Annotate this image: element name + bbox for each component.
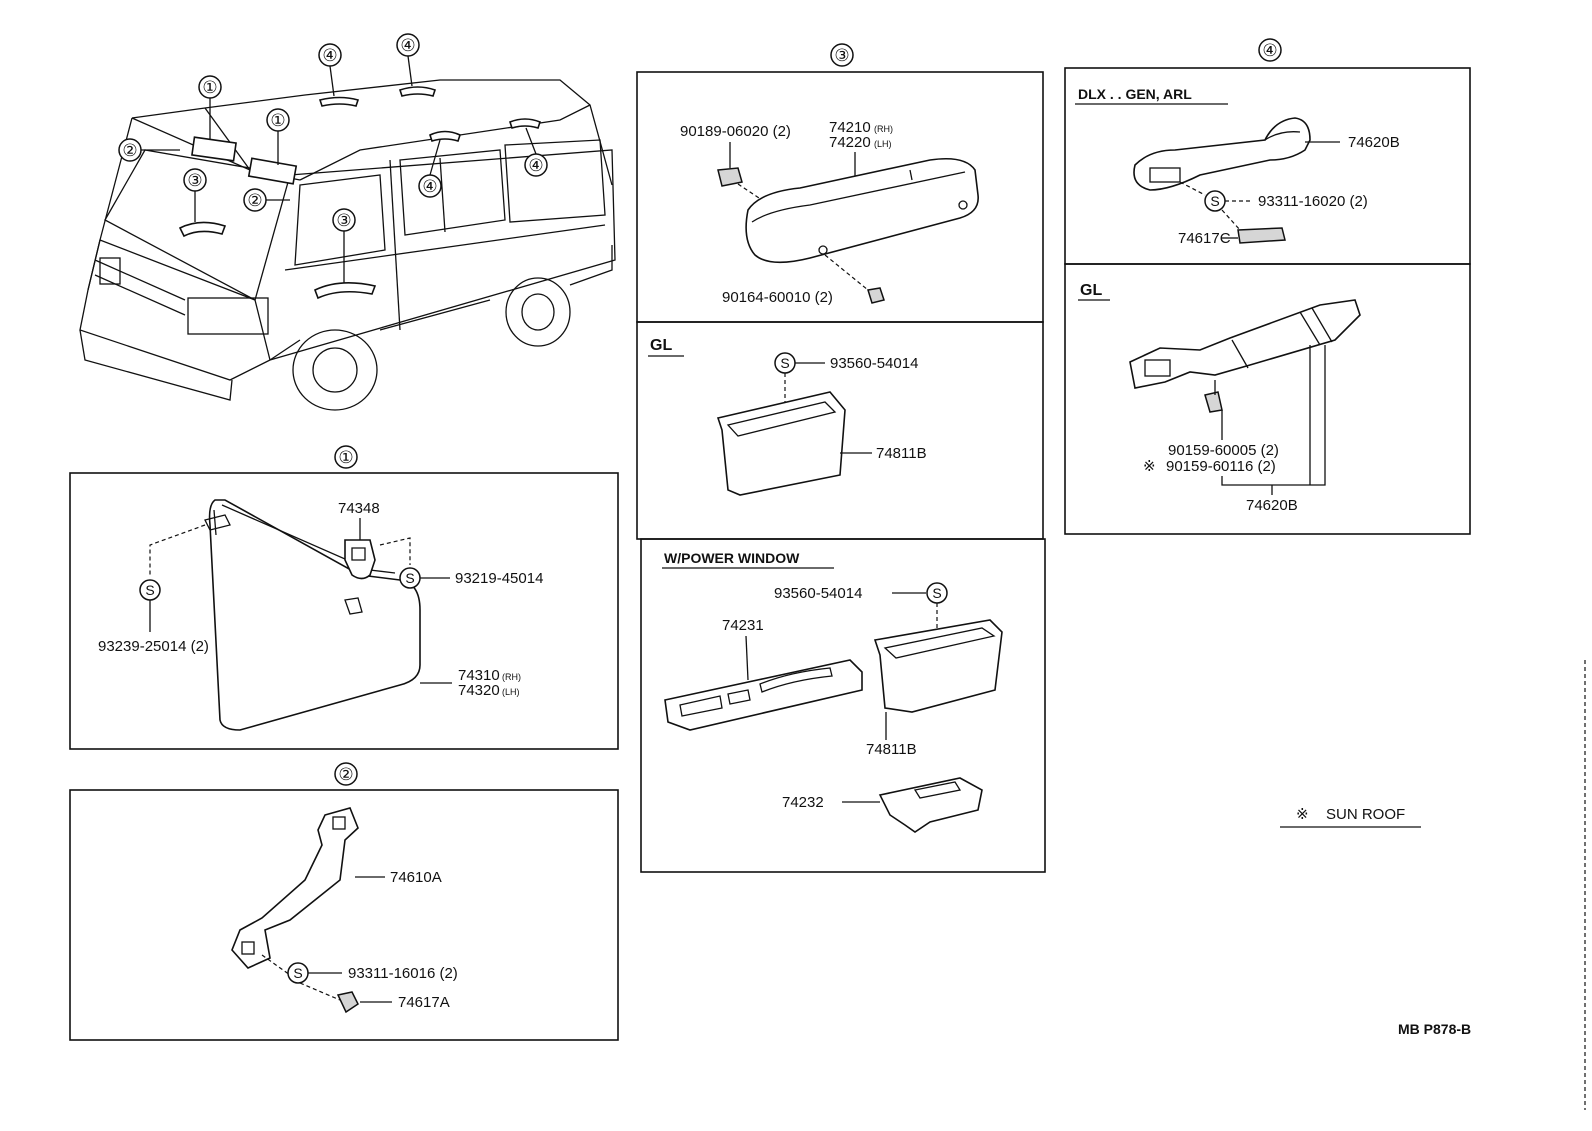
strap-screw — [1204, 391, 1223, 413]
visor-rh-label: 74310 — [458, 667, 500, 684]
section-1-sun-visor: ① S 93239-25014 (2) 74348 S 93219-45014 … — [69, 445, 619, 750]
power-window-heading: W/POWER WINDOW — [664, 550, 800, 566]
s-mark-visor-right: S — [405, 570, 414, 586]
strap-screw-a-label: 90159-60005 (2) — [1168, 442, 1279, 459]
callout-2b: ② — [247, 191, 262, 210]
assist-grip-lh-label: 74220 — [829, 134, 871, 151]
section-1-marker: ① — [338, 448, 353, 467]
assist-grip-lh-tag: (LH) — [874, 139, 892, 149]
grip-screw — [867, 287, 885, 304]
visor-lh-label: 74320 — [458, 682, 500, 699]
pocket-gl-heading: GL — [650, 337, 672, 354]
rear-grip-heading: DLX . . GEN, ARL — [1078, 86, 1192, 102]
assist-grip-rh-label: 74210 — [829, 119, 871, 136]
legend-mark: ※ — [1296, 806, 1309, 823]
assist-grip-screw-label: 90164-60010 (2) — [722, 289, 833, 306]
section-3-assist-grip: ③ 90189-06020 (2) 74210 (RH) 74220 (LH) … — [636, 43, 1046, 873]
strap-screw-b-mark: ※ — [1143, 458, 1156, 475]
sun-visor-panel — [208, 499, 421, 731]
s-mark-grip-front: S — [293, 965, 302, 981]
assist-grip-rh-tag: (RH) — [874, 124, 893, 134]
diagram-code: MB P878-B — [1398, 1021, 1471, 1037]
grip-clip — [717, 167, 743, 187]
callout-4a: ④ — [322, 46, 337, 65]
section-4-gl-frame — [1064, 263, 1471, 535]
van-illustration — [79, 79, 616, 411]
callout-1a: ① — [202, 78, 217, 97]
section-2-front-grip: ② 74610A S 93311-16016 (2) 74617A — [69, 762, 619, 1041]
section-1-frame — [69, 472, 619, 750]
callout-4d: ④ — [528, 156, 543, 175]
legend-label: SUN ROOF — [1326, 806, 1405, 823]
rear-grip-screw-label: 93311-16020 (2) — [1258, 193, 1368, 210]
callout-3a: ③ — [187, 171, 202, 190]
strap-gl-heading: GL — [1080, 282, 1102, 299]
section-4-rear-grip: ④ DLX . . GEN, ARL 74620B S 93311-16020 … — [1064, 38, 1471, 535]
section-2-marker: ② — [338, 765, 353, 784]
power-window-pocket — [873, 619, 1003, 713]
rear-grip-handle-label: 74620B — [1348, 134, 1400, 151]
callout-2a: ② — [122, 141, 137, 160]
pocket-gl — [716, 391, 846, 496]
s-mark-power-window: S — [932, 585, 941, 601]
visor-screw-right-label: 93219-45014 — [455, 570, 543, 587]
visor-screw-left-label: 93239-25014 (2) — [98, 638, 209, 655]
pocket-gl-label: 74811B — [876, 445, 927, 462]
section-4-marker: ④ — [1262, 41, 1277, 60]
grip-front-cover — [336, 991, 359, 1014]
callout-4c: ④ — [422, 177, 437, 196]
power-window-bezel-label: 74231 — [722, 617, 764, 634]
s-mark-visor-left: S — [145, 582, 154, 598]
power-window-bezel — [664, 659, 863, 731]
grip-front-handle-label: 74610A — [390, 869, 442, 886]
rear-grip-cover-label: 74617C — [1178, 230, 1231, 247]
section-3-power-window-frame — [640, 538, 1046, 873]
power-window-pocket-label: 74811B — [866, 741, 917, 758]
strap-screw-b-label: 90159-60116 (2) — [1166, 458, 1276, 475]
grip-handle-74610a — [231, 807, 359, 969]
s-mark-rear-grip: S — [1210, 193, 1219, 209]
visor-rh-tag: (RH) — [502, 672, 521, 682]
visor-lh-tag: (LH) — [502, 687, 520, 697]
van-callouts: ① ① ② ② ③ ③ ④ ④ ④ ④ — [118, 33, 548, 283]
callout-1b: ① — [270, 111, 285, 130]
section-2-frame — [69, 789, 619, 1041]
visor-bracket-label: 74348 — [338, 500, 380, 517]
grip-front-screw-label: 93311-16016 (2) — [348, 965, 458, 982]
power-window-switch-base-label: 74232 — [782, 794, 824, 811]
rear-grip-cover — [1237, 227, 1286, 244]
rear-grip-handle — [1133, 117, 1311, 191]
pocket-gl-screw-label: 93560-54014 — [830, 355, 918, 372]
strap-body — [1129, 299, 1361, 389]
power-window-screw-label: 93560-54014 — [774, 585, 862, 602]
assist-grip-clip-label: 90189-06020 (2) — [680, 123, 791, 140]
legend: ※ SUN ROOF — [1280, 806, 1421, 828]
power-window-switch-base — [878, 777, 983, 833]
assist-grip-body — [745, 157, 979, 264]
callout-3b: ③ — [336, 211, 351, 230]
callout-4b: ④ — [400, 36, 415, 55]
section-3-marker: ③ — [834, 46, 849, 65]
grip-front-cover-label: 74617A — [398, 994, 450, 1011]
s-mark-pocket-gl: S — [780, 355, 789, 371]
strap-label: 74620B — [1246, 497, 1298, 514]
